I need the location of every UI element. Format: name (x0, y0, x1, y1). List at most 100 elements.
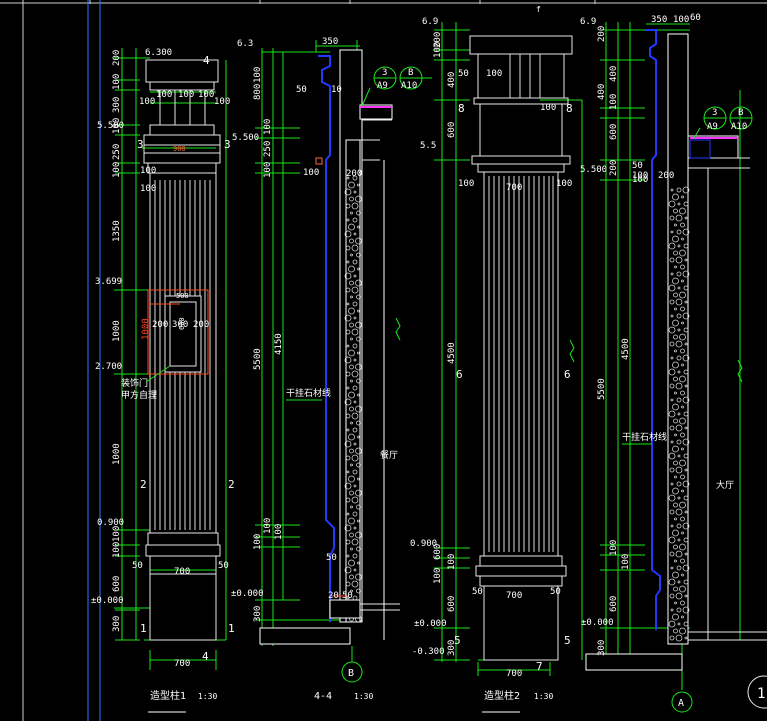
c2-title: 4-4 (314, 691, 332, 702)
c1-dim: 300 (112, 97, 122, 113)
c2-callout-ref: A10 (401, 81, 417, 91)
c3-small: 700 (506, 183, 522, 193)
c2-dim: 100 (263, 162, 273, 178)
c2-dim: 4150 (274, 333, 284, 355)
c3-mark: 6 (456, 368, 463, 381)
c3-elev: 5.5 (420, 141, 436, 151)
c4-dim: 200 (597, 26, 607, 42)
c1-dim: 100 (112, 74, 122, 90)
c1-mark: 2 (228, 478, 235, 491)
c3-dim: 100 (433, 568, 443, 584)
c4-small: 100 (632, 171, 648, 181)
c4-label-room: 大厅 (716, 479, 734, 491)
c3-dim: 600 (447, 596, 457, 612)
c1-mark: 3 (137, 138, 144, 151)
c3-mark: 5 (564, 634, 571, 647)
c1-dim: 300 (112, 616, 122, 632)
c4-elev: 6.9 (580, 17, 596, 27)
c4-dim: 100 (609, 94, 619, 110)
c1-dim: 1000 (112, 443, 122, 465)
c4-dim: 400 (597, 84, 607, 100)
c4-callout-num: 3 (712, 108, 717, 118)
c4-elev: ±0.000 (581, 618, 614, 628)
c1-elev-top: 6.300 (145, 48, 172, 58)
c3-dim: 400 (447, 72, 457, 88)
c1-row-dim: 100 (156, 90, 172, 100)
c1-row-dim: 100 (139, 97, 155, 107)
c2-label-room: 餐厅 (380, 449, 398, 461)
c2-elev-0000: ±0.000 (231, 589, 264, 599)
c2-callout-ref: A9 (377, 81, 388, 91)
c1-mark: 3 (224, 138, 231, 151)
c3-elev: 0.900 (410, 539, 437, 549)
c1-small: 100 (140, 166, 156, 176)
c1-box-dim: 200 (193, 320, 209, 330)
c2-label-stone: 干挂石材线 (286, 387, 331, 399)
c3-dim: 100 (447, 554, 457, 570)
c1-dim: 600 (112, 576, 122, 592)
c3-dim: 300 (447, 640, 457, 656)
c3-elev: ±0.000 (414, 619, 447, 629)
c2-dim: 250 (263, 141, 273, 157)
c1-dim: 1350 (112, 220, 122, 242)
column-1-elevation: 6.300 5.500 3.699 2.700 0.900 ±0.000 200… (91, 48, 235, 713)
c1-title: 造型柱1 (150, 689, 186, 702)
c3-title: 造型柱2 (484, 689, 520, 702)
c3-small: 700 (506, 669, 522, 679)
c3-small: 700 (506, 591, 522, 601)
c2-callout-num: B (408, 68, 413, 78)
c1-box-dim: 300 (172, 320, 188, 330)
c3-dim: 200 (433, 32, 443, 48)
c1-dim: 1000 (112, 320, 122, 342)
c2-small: 100 (303, 168, 319, 178)
c1-small: 50 (218, 561, 229, 571)
c1-mark: 4 (202, 650, 209, 663)
c2-axis: B (348, 668, 354, 679)
c1-dim: 100 (112, 526, 122, 542)
wall-hatch (668, 186, 690, 642)
corner-mark: 1 (757, 686, 765, 702)
c2-callout-num: 3 (382, 68, 387, 78)
c2-dim: 100 (274, 524, 284, 540)
c4-dim: 600 (609, 124, 619, 140)
c3-scale: 1:30 (534, 692, 553, 701)
c1-dim: 100 (112, 542, 122, 558)
c4-dim: 200 (609, 160, 619, 176)
c3-small: 100 (458, 179, 474, 189)
c3-dim: 100 (433, 42, 443, 58)
c4-top-dim: 60 (690, 13, 701, 23)
c3-small: 100 (540, 103, 556, 113)
c4-small: 100 (632, 175, 648, 185)
c2-elev-top: 6.3 (237, 39, 253, 49)
c1-mark: 4 (203, 54, 210, 67)
section-axis-a: 6.9 5.500 ±0.000 200 400 100 600 200 450… (569, 13, 767, 713)
c3-mark: 6 (564, 368, 571, 381)
c3-mark: 8 (458, 102, 465, 115)
c3-small: 50 (458, 69, 469, 79)
c1-row-dim: 100 (214, 97, 230, 107)
c2-small: 50 (342, 591, 353, 601)
c1-scale: 1:30 (198, 692, 217, 701)
c4-dim: 5500 (597, 378, 607, 400)
c4-axis: A (678, 698, 684, 709)
c3-dim: 600 (433, 544, 443, 560)
c1-box-dim: 1000 (141, 318, 151, 340)
c3-small: 100 (486, 69, 502, 79)
c4-dim: 4500 (621, 338, 631, 360)
c2-top-dim: 350 (322, 37, 338, 47)
c2-dim: 100 (263, 518, 273, 534)
c1-width-700a: 700 (174, 567, 190, 577)
c2-dim: 100 (253, 67, 263, 83)
c1-dim: 200 (112, 50, 122, 66)
c2-dim: 5500 (253, 348, 263, 370)
c1-note-2: 甲方自理 (121, 389, 157, 401)
c3-elev: -0.300 (412, 647, 445, 657)
c1-row-dim: 100 (178, 90, 194, 100)
c2-small: 200 (346, 169, 362, 179)
c4-top-dim: 100 (673, 15, 689, 25)
c1-width-700b: 700 (174, 659, 190, 669)
header-mark: f (536, 5, 541, 14)
c1-elev-5500: 5.500 (97, 121, 124, 131)
c1-dim: 100 (112, 118, 122, 134)
